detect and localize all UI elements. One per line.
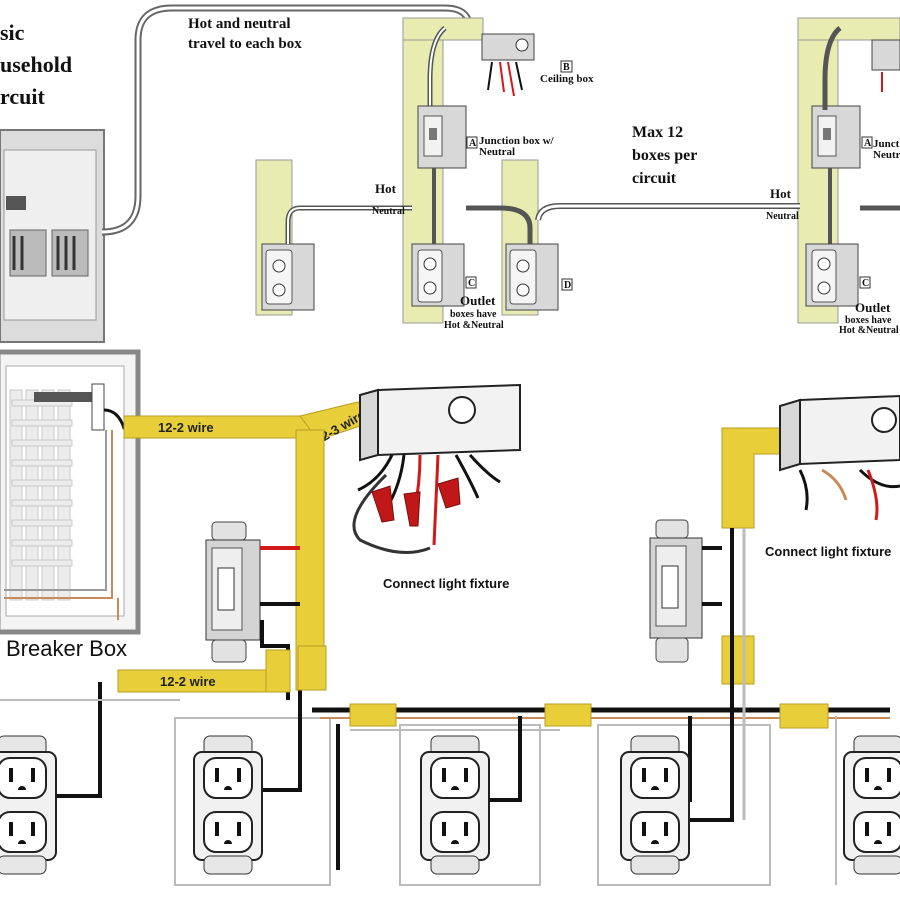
connect-light-right: Connect light fixture [765, 544, 891, 559]
outlet-box-right [805, 243, 859, 307]
switch-right [649, 519, 703, 663]
fixture-box-left [359, 383, 521, 462]
cable-seg-1 [349, 703, 397, 727]
cable-12-2-top [123, 415, 321, 439]
hot-label-left: Hot [375, 181, 397, 196]
junction-letter-box-right [861, 136, 873, 149]
outlet-letter-c-box-right [859, 276, 871, 289]
riser-cable-right [822, 26, 842, 110]
outlet-note-right-3: Hot &Neutral [839, 325, 899, 336]
breaker-box-label: Breaker Box [6, 636, 127, 661]
receptacle [193, 735, 263, 875]
outlet-note-3: Hot &Neutral [444, 320, 504, 331]
cable-clamp-left [297, 645, 327, 691]
max-boxes-3: circuit [632, 170, 677, 187]
junction-box-right [811, 105, 861, 169]
cable-12-2-bottom-label: 12-2 wire [160, 674, 216, 689]
stud-right-top [797, 17, 900, 41]
junction-box [417, 105, 467, 169]
home-run-cable-inner [101, 6, 472, 234]
cable-seg-2 [544, 703, 592, 727]
junction-letter-right: A [864, 138, 872, 149]
service-panel [0, 129, 105, 343]
outlet-letter-d-box [561, 278, 573, 291]
neutral-label-left: Neutral [372, 206, 405, 217]
cable-12-2-bottom-corner [265, 649, 291, 693]
ceiling-box-letter: B [563, 62, 570, 73]
junction-label-right-2: Neutra [873, 149, 900, 161]
hot-neutral-note-1: Hot and neutral [188, 16, 291, 32]
hot-label-right: Hot [770, 186, 792, 201]
receptacle [420, 735, 490, 875]
connect-light-left: Connect light fixture [383, 576, 509, 591]
fixture-wires-right [798, 468, 900, 521]
receptacle [0, 735, 57, 875]
outlet-letter-c-right: C [862, 278, 869, 289]
right-black-drop [690, 528, 734, 822]
ceiling-box-label: Ceiling box [540, 73, 594, 85]
breaker-box [0, 349, 141, 635]
outlet-box-center [411, 243, 465, 307]
outlet-note-2: boxes have [450, 309, 497, 320]
junction-label-2: Neutral [479, 146, 515, 158]
outlet-letter-c: C [468, 278, 475, 289]
outlet-note-1: Outlet [460, 293, 496, 308]
cable-clamp-right [721, 635, 755, 685]
outlet-box-left [261, 243, 315, 311]
run-cable [535, 203, 800, 221]
receptacle [843, 735, 900, 875]
ceiling-box-letter-box [560, 60, 573, 73]
outlet-note-right-2: boxes have [845, 315, 892, 326]
fixture-box-right [779, 394, 900, 472]
receptacle [620, 735, 690, 875]
outlet-note-right-1: Outlet [855, 300, 891, 315]
max-boxes-1: Max 12 [632, 124, 683, 141]
junction-letter-box [466, 136, 478, 149]
neutral-label-right: Neutral [766, 211, 799, 222]
riser-cable-inner [429, 27, 446, 110]
max-boxes-2: boxes per [632, 147, 697, 164]
wire-nuts-left [371, 477, 461, 527]
switch-left [205, 521, 261, 663]
cable-seg-3 [779, 703, 829, 729]
ceiling-box [481, 33, 535, 97]
junction-letter: A [469, 138, 477, 149]
d-outlet-cable [466, 205, 533, 244]
outlet-letter-d: D [564, 280, 571, 291]
run-cable-inner [536, 204, 800, 221]
title-line-2: usehold [0, 52, 72, 77]
hot-neutral-note-2: travel to each box [188, 36, 302, 52]
title-line-3: rcuit [0, 84, 45, 109]
outlet-box-d [505, 243, 559, 311]
ceiling-box-right [871, 39, 900, 92]
title-line-1: sic [0, 20, 25, 45]
left-outlet-cable-inner [287, 207, 412, 244]
outlet-letter-c-box [465, 276, 477, 289]
junction-label-right-1: Junct [873, 138, 900, 150]
junction-label-1: Junction box w/ [479, 135, 555, 147]
receptacles [0, 735, 900, 875]
cable-12-2-top-label: 12-2 wire [158, 420, 214, 435]
